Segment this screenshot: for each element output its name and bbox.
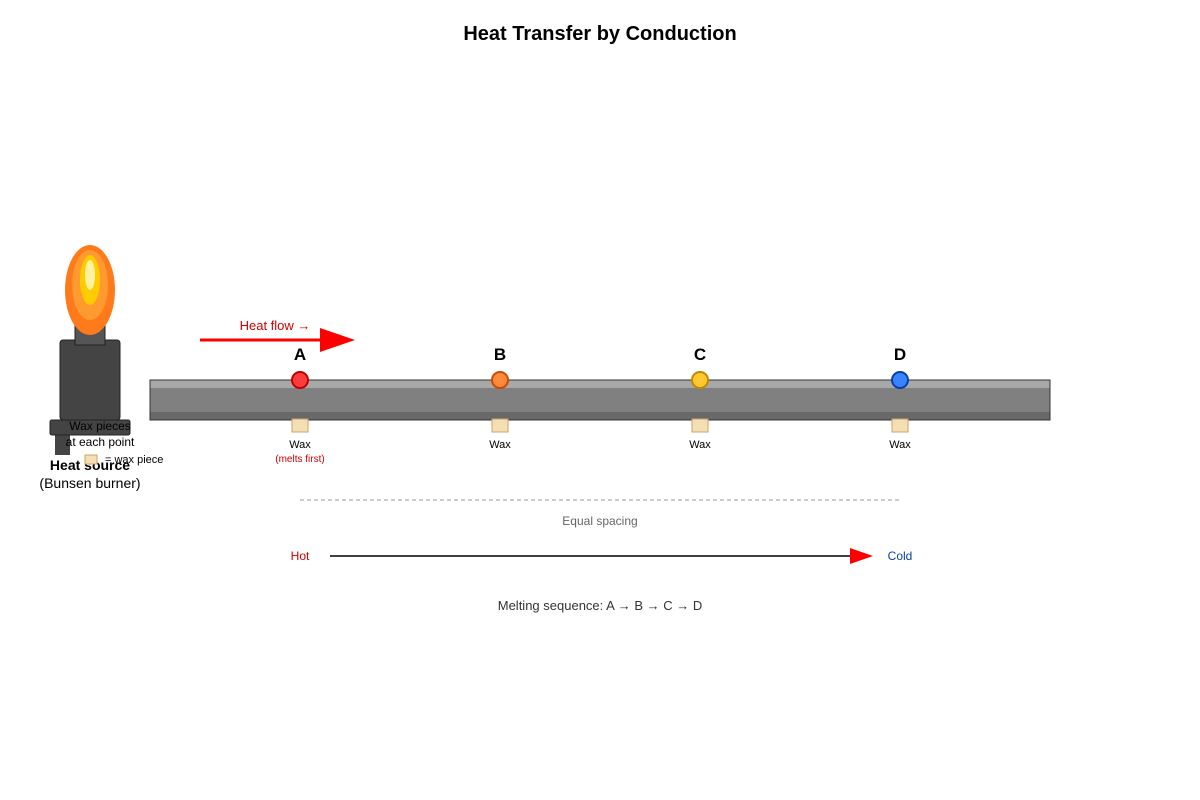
hot-label: Hot — [291, 549, 310, 563]
wax-label: Wax — [889, 439, 911, 451]
wax-label: Wax — [689, 439, 711, 451]
legend-swatch-label: = wax piece — [105, 454, 163, 466]
gradient-arrowhead — [850, 548, 873, 564]
temperature-marker — [491, 371, 509, 389]
equal-spacing-indicator: Equal spacing — [300, 499, 900, 528]
wax-piece — [291, 418, 309, 433]
temperature-marker — [291, 371, 309, 389]
wax-piece — [491, 418, 509, 433]
bunsen-burner: Heat source (Bunsen burner) — [39, 245, 141, 491]
burner-body — [59, 339, 121, 421]
point-A: A Wax (melts first) — [275, 345, 324, 465]
heat-flow-label: Heat flow → — [240, 318, 311, 333]
heat-source-label: Heat source — [50, 457, 130, 473]
temperature-gradient: Hot Cold — [291, 548, 913, 564]
wax-label: Wax — [489, 439, 511, 451]
legend-line-2: at each point — [66, 435, 135, 449]
legend-wax-swatch — [84, 454, 98, 465]
point-letter: C — [694, 345, 706, 364]
equal-spacing-label: Equal spacing — [562, 514, 637, 528]
temperature-marker — [891, 371, 909, 389]
burner-stand — [55, 430, 70, 455]
point-B: B Wax — [489, 345, 511, 451]
flame-icon — [65, 245, 115, 335]
point-C: C Wax — [689, 345, 711, 451]
wax-label: Wax — [289, 439, 311, 451]
legend: Wax pieces at each point = wax piece — [66, 419, 164, 466]
heat-source-sublabel: (Bunsen burner) — [39, 475, 140, 491]
point-D: D Wax — [889, 345, 911, 451]
wax-piece — [891, 418, 909, 433]
metal-rod — [149, 379, 1051, 421]
cold-label: Cold — [888, 549, 913, 563]
melting-sequence: Melting sequence: A → B → C → D — [498, 598, 702, 613]
legend-line-1: Wax pieces — [69, 419, 131, 433]
heat-flow-arrow: Heat flow → — [200, 318, 355, 352]
temperature-marker — [691, 371, 709, 389]
diagram-title: Heat Transfer by Conduction — [463, 23, 736, 45]
point-letter: D — [894, 345, 906, 364]
melts-first-note: (melts first) — [275, 454, 324, 465]
point-letter: B — [494, 345, 506, 364]
point-letter: A — [294, 345, 306, 364]
wax-piece — [691, 418, 709, 433]
